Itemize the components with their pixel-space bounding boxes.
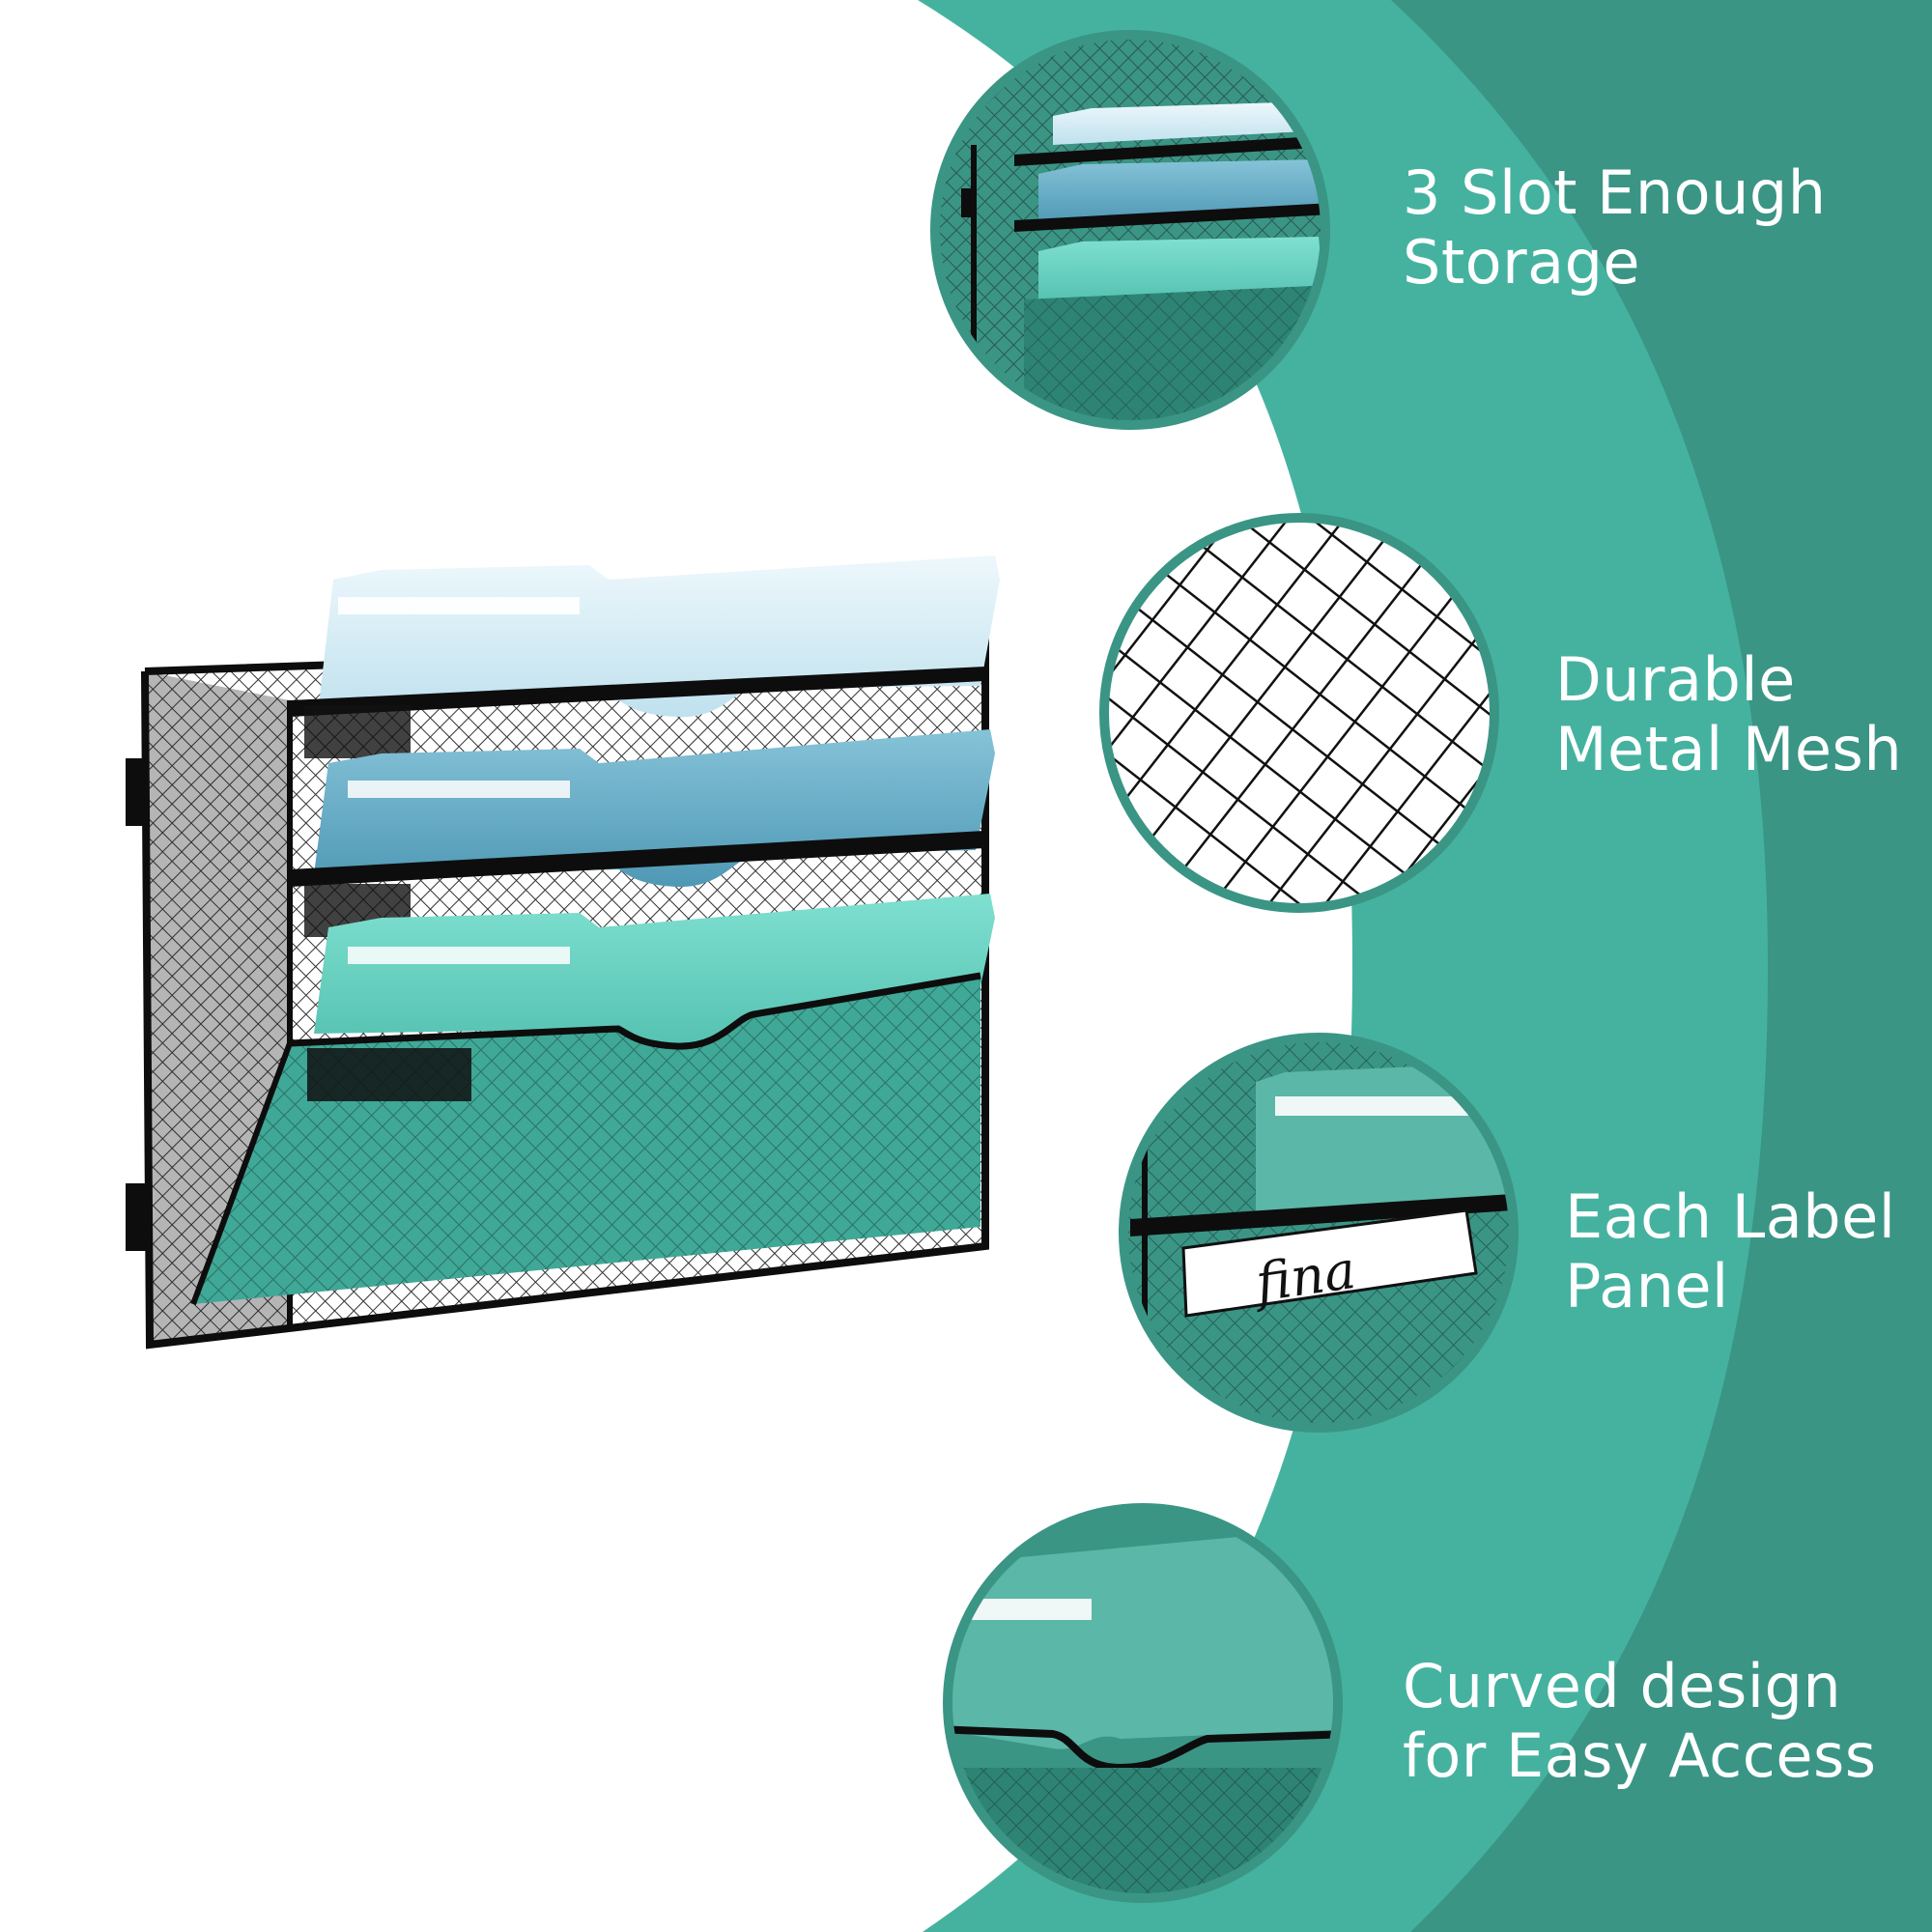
label-panel-closeup-icon: [1123, 1037, 1514, 1428]
teal-band-dark: [1391, 0, 1932, 1932]
feature-caption-line: Storage: [1403, 227, 1641, 298]
feature-caption-line: Durable: [1555, 644, 1796, 715]
label-card-text: fina: [1248, 1239, 1359, 1314]
teal-band-light: [918, 0, 1932, 1932]
feature-caption-metal-mesh: Durable Metal Mesh: [1555, 645, 1902, 784]
feature-caption-line: Panel: [1565, 1251, 1729, 1321]
three-slot-closeup-icon: [935, 35, 1325, 425]
feature-caption-line: 3 Slot Enough: [1403, 157, 1827, 228]
feature-caption-line: Curved design: [1403, 1651, 1842, 1721]
feature-caption-line: for Easy Access: [1403, 1720, 1877, 1791]
feature-caption-line: Each Label: [1565, 1181, 1896, 1252]
feature-caption-line: Metal Mesh: [1555, 714, 1903, 784]
file-organizer-product: [126, 555, 1000, 1350]
feature-caption-label-panel: Each Label Panel: [1565, 1182, 1896, 1321]
metal-mesh-closeup-icon: [1104, 518, 1494, 908]
feature-caption-curved-design: Curved design for Easy Access: [1403, 1652, 1877, 1791]
curved-edge-closeup-icon: [948, 1508, 1338, 1898]
feature-caption-storage: 3 Slot Enough Storage: [1403, 158, 1827, 298]
